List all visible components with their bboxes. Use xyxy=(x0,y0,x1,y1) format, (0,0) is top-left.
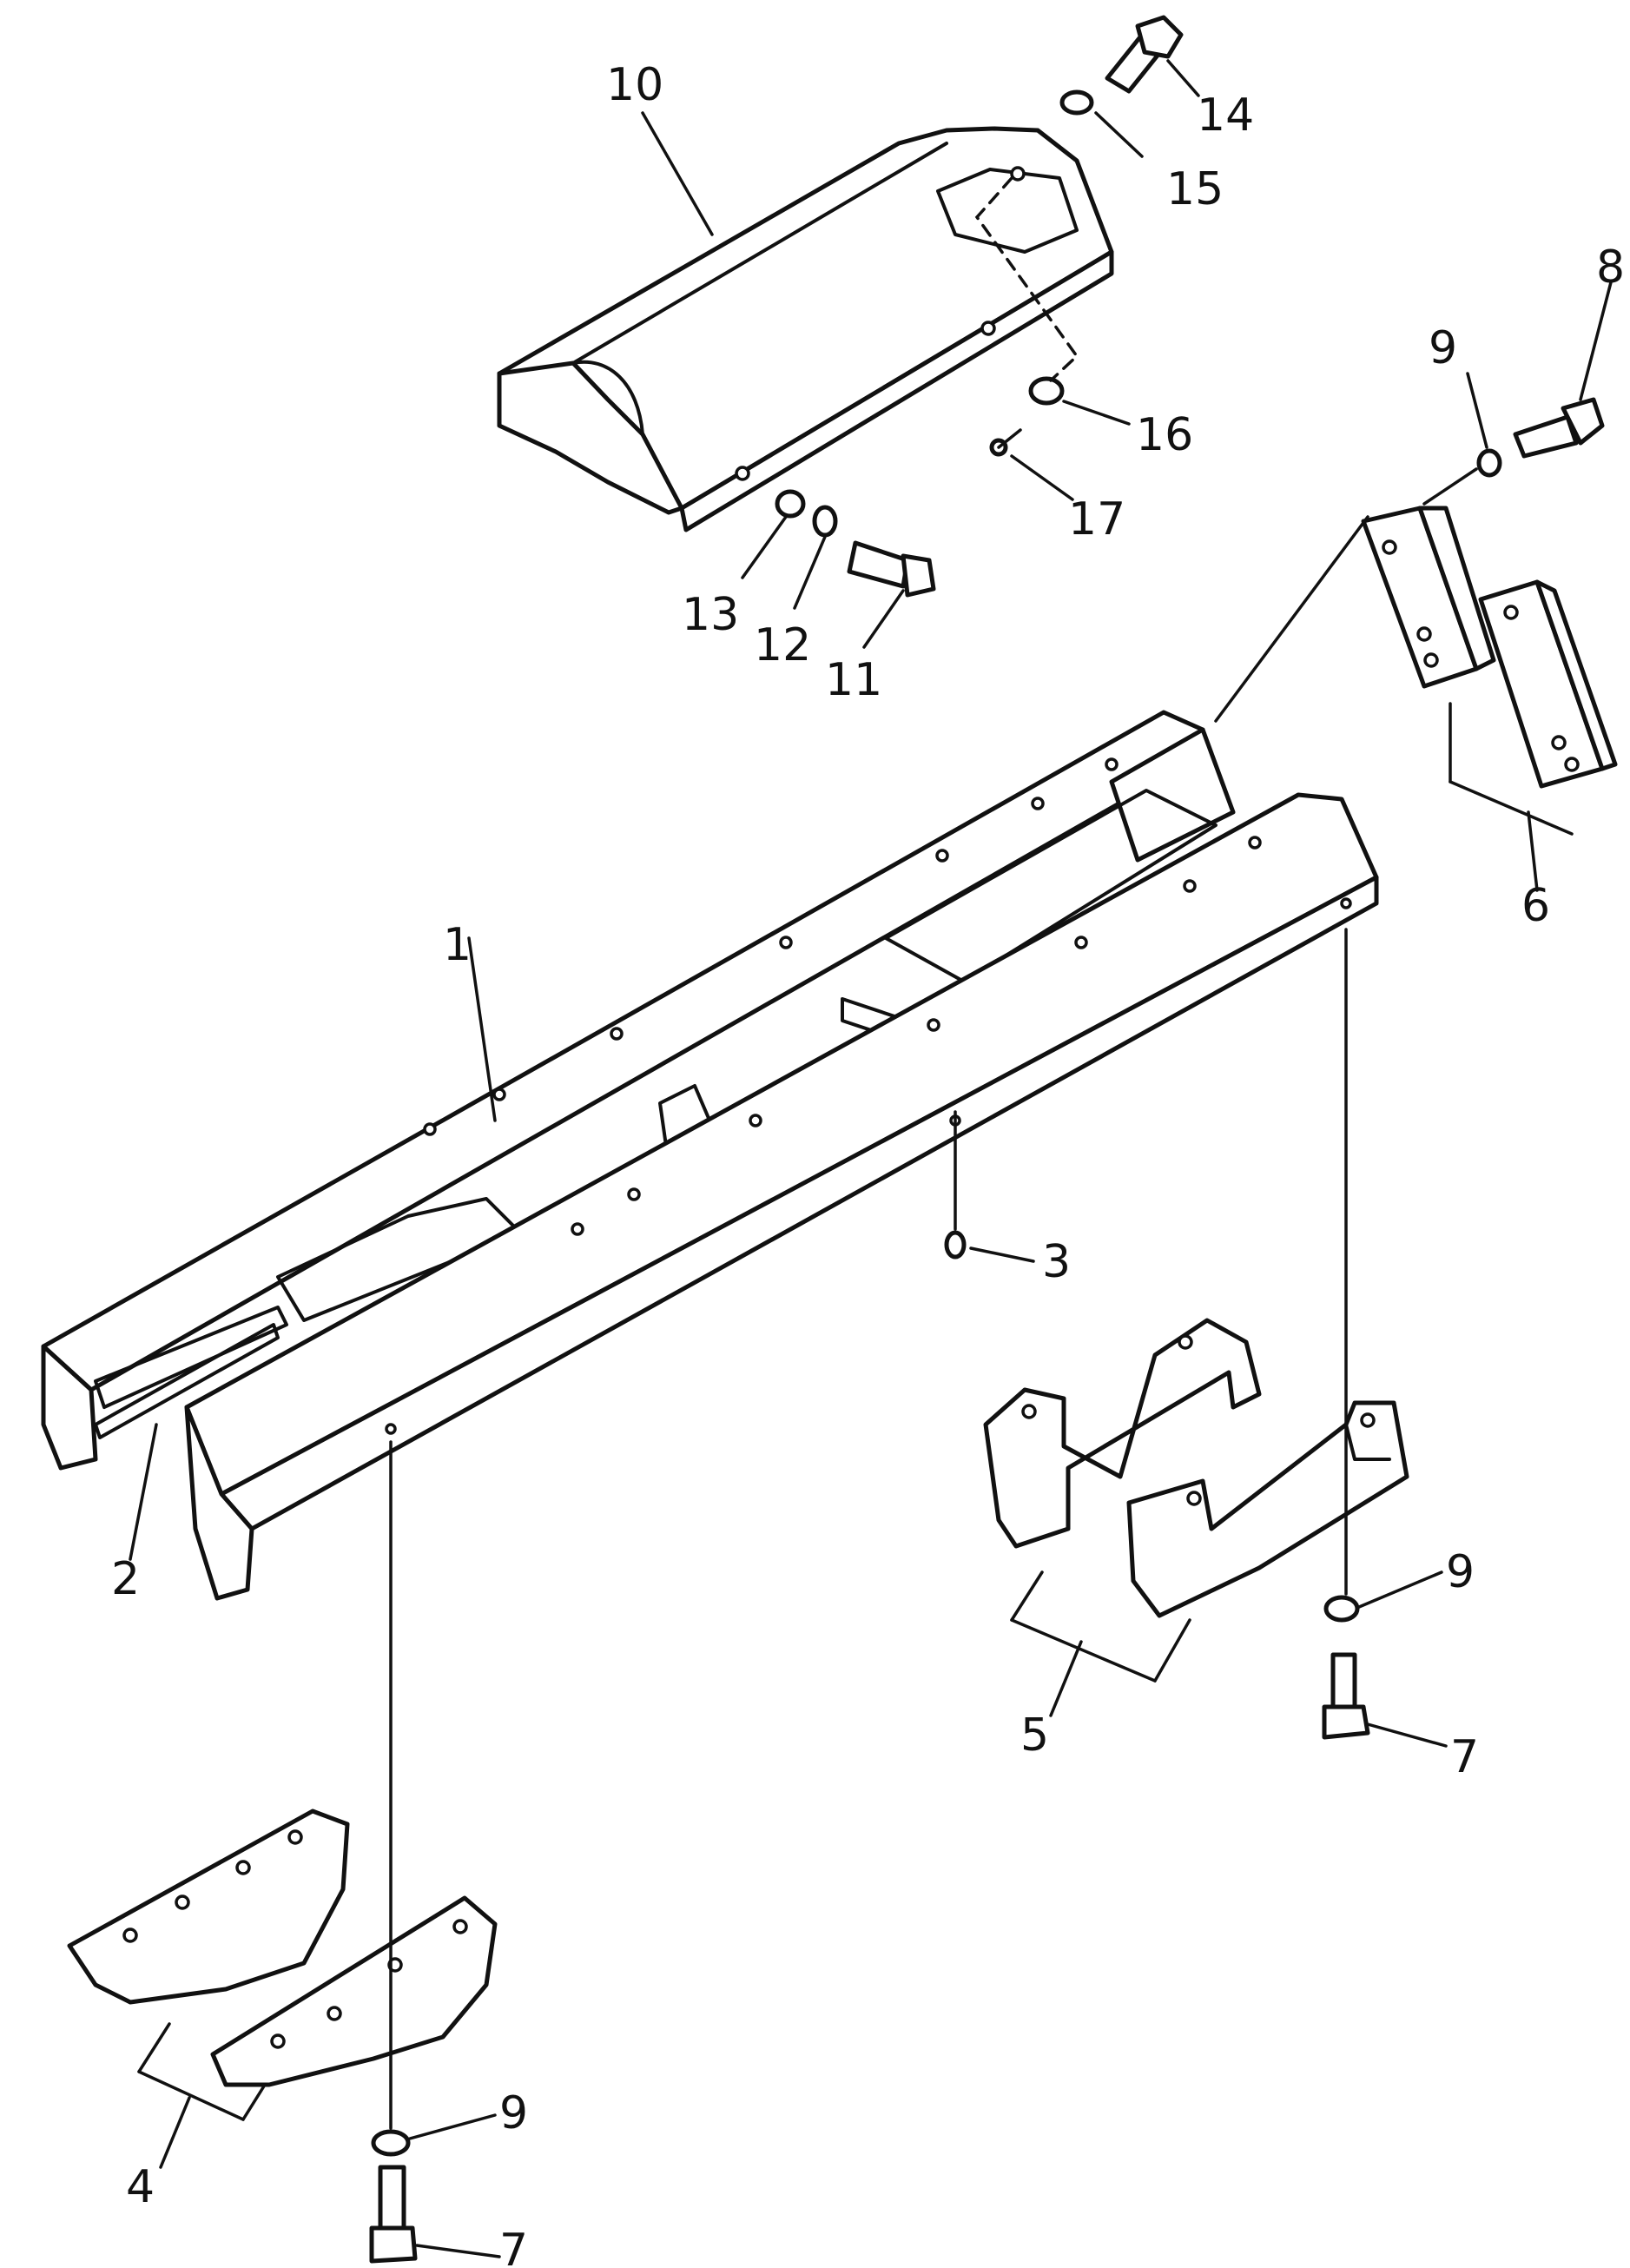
washer-part-9-left xyxy=(371,2129,411,2157)
callout-7-right: 7 xyxy=(1450,1731,1479,1783)
washer-part-16 xyxy=(1028,376,1065,406)
callout-9-left: 9 xyxy=(499,2087,528,2139)
callout-1: 1 xyxy=(443,919,472,971)
callout-4: 4 xyxy=(126,2161,155,2213)
callout-11: 11 xyxy=(825,654,882,706)
callout-8: 8 xyxy=(1596,241,1625,294)
callout-12: 12 xyxy=(754,619,811,671)
bolt-part-11 xyxy=(847,540,936,598)
bolt-part-7-left xyxy=(369,2165,418,2264)
callout-14: 14 xyxy=(1197,89,1254,142)
bracket-part-4 xyxy=(67,1808,498,2087)
callout-15: 15 xyxy=(1166,163,1224,215)
bolt-part-14 xyxy=(1105,15,1184,94)
bolt-part-8 xyxy=(1513,397,1605,459)
callout-labels: 10 14 15 16 17 11 12 13 8 9 6 1 2 3 9 5 … xyxy=(111,59,1625,2268)
callout-17: 17 xyxy=(1068,493,1125,546)
callout-10: 10 xyxy=(606,59,663,111)
callout-13: 13 xyxy=(682,589,739,641)
bolt-part-7-right xyxy=(1322,1652,1370,1740)
top-cover-part-10 xyxy=(497,126,1114,532)
bracket-part-5 xyxy=(983,1318,1409,1618)
guide-part-2 xyxy=(94,1323,280,1439)
callout-7-left: 7 xyxy=(499,2225,528,2268)
lock-washer-part-12 xyxy=(812,505,838,538)
callout-16: 16 xyxy=(1136,409,1193,461)
washer-part-9-top xyxy=(1476,448,1502,478)
plate-part-6 xyxy=(1361,506,1618,789)
plug-part-3 xyxy=(944,1230,967,1260)
callout-9-right: 9 xyxy=(1446,1546,1475,1598)
callout-2: 2 xyxy=(111,1553,140,1605)
callout-6: 6 xyxy=(1521,880,1550,932)
washer-part-9-right xyxy=(1323,1595,1360,1623)
track-frame-part-1 xyxy=(41,710,1379,1601)
callout-5: 5 xyxy=(1020,1709,1049,1762)
callout-3: 3 xyxy=(1042,1236,1071,1288)
leader-lines xyxy=(129,59,1613,2258)
washer-part-15 xyxy=(1059,89,1094,116)
washer-part-13 xyxy=(775,489,806,519)
callout-9-top: 9 xyxy=(1429,322,1457,374)
